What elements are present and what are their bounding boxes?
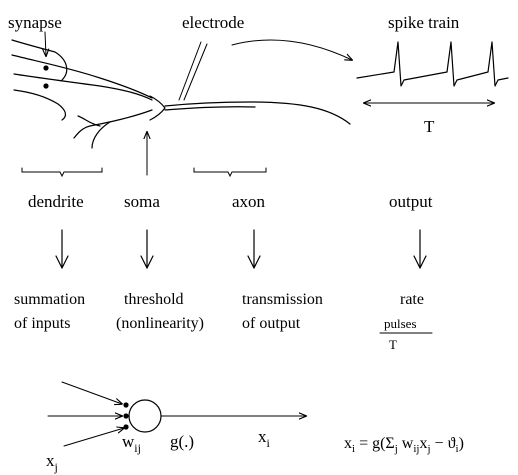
soma-body bbox=[149, 95, 166, 121]
synapse-dot-1 bbox=[43, 65, 49, 71]
input-dot-middle bbox=[123, 413, 129, 419]
electrode-line-1 bbox=[178, 41, 202, 101]
down-arrow-axon bbox=[247, 229, 261, 269]
rate-label: rate bbox=[400, 291, 424, 308]
spike-train-trace bbox=[356, 41, 509, 87]
input-dot-bottom bbox=[123, 424, 129, 430]
rate-denominator: T bbox=[389, 337, 397, 352]
synapse-dot-2 bbox=[43, 83, 49, 89]
neuron-node bbox=[128, 399, 162, 433]
spike-train-label: spike train bbox=[388, 13, 460, 32]
synapse-arrow bbox=[45, 31, 46, 56]
soma-label: soma bbox=[124, 192, 160, 211]
weight-label: wij bbox=[122, 432, 141, 455]
dendrite-brace bbox=[21, 167, 103, 178]
transmission-label-2: of output bbox=[242, 315, 301, 332]
transmission-label-1: transmission bbox=[242, 291, 323, 308]
pulses-label: pulses bbox=[384, 316, 417, 331]
dendrite-branch-middle bbox=[13, 89, 67, 121]
down-arrows bbox=[55, 229, 427, 269]
neuron-sketch bbox=[11, 31, 351, 149]
activation-label: g(.) bbox=[170, 432, 194, 451]
input-line-bottom bbox=[63, 428, 124, 447]
period-label: T bbox=[424, 117, 435, 136]
electrode-line-2 bbox=[183, 43, 208, 101]
electrode bbox=[178, 41, 208, 101]
down-arrow-soma bbox=[140, 229, 154, 269]
dendrite-branch-lower-3 bbox=[77, 115, 101, 127]
threshold-label-2: (nonlinearity) bbox=[116, 315, 204, 332]
input-line-top bbox=[61, 381, 122, 404]
spike-train bbox=[356, 41, 509, 103]
dendrite-branch-lower bbox=[73, 109, 153, 139]
axon-line-lower bbox=[164, 106, 256, 111]
artificial-neuron: xj wij g(.) xi xi = g(Σj wijxj − ϑi) bbox=[46, 381, 464, 474]
threshold-label-1: threshold bbox=[124, 291, 184, 308]
neuron-equation: xi = g(Σj wijxj − ϑi) bbox=[344, 435, 464, 455]
axon-label: axon bbox=[232, 192, 266, 211]
axon-line-upper bbox=[164, 101, 351, 125]
electrode-label: electrode bbox=[182, 13, 244, 32]
dendrite-branch-lower-2 bbox=[91, 121, 111, 149]
summation-label-2: of inputs bbox=[14, 315, 70, 332]
axon-brace bbox=[193, 167, 267, 178]
dendrite-label: dendrite bbox=[28, 192, 84, 211]
dendrite-branch-upper bbox=[11, 54, 153, 99]
input-dot-top bbox=[123, 402, 129, 408]
input-label: xj bbox=[46, 451, 58, 474]
down-arrow-output bbox=[413, 229, 427, 269]
electrode-to-spike-arrow bbox=[231, 39, 352, 60]
down-arrow-dendrite bbox=[55, 229, 69, 269]
output-label: output bbox=[389, 192, 433, 211]
dendrite-branch-upper-2 bbox=[13, 73, 153, 101]
summation-label-1: summation bbox=[14, 291, 85, 308]
synapse-label: synapse bbox=[8, 13, 62, 32]
output-label-xi: xi bbox=[258, 427, 271, 450]
dendrite-branch-top bbox=[11, 39, 68, 81]
